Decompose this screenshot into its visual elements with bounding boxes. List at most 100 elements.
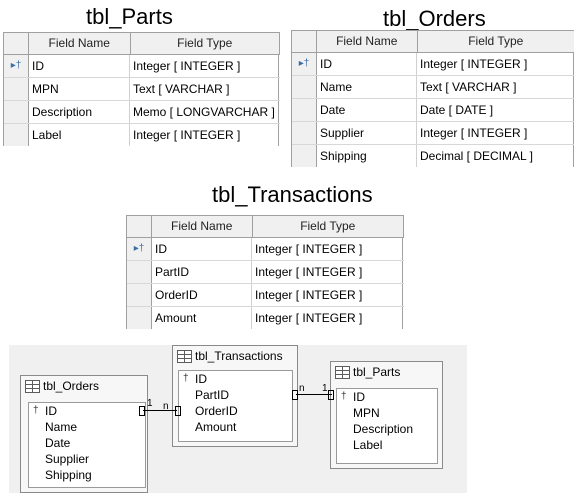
key-icon: † (183, 373, 189, 384)
rel-transactions-table[interactable]: tbl_Transactions †ID PartID OrderID Amount (172, 345, 298, 447)
field-name-cell[interactable]: OrderID (152, 284, 252, 306)
field-type-cell[interactable]: Memo [ LONGVARCHAR ] (130, 101, 279, 123)
rel-field[interactable]: †ID (33, 404, 57, 418)
field-name-header[interactable]: Field Name (152, 216, 253, 237)
field-name-cell[interactable]: Amount (152, 307, 252, 329)
field-name-cell[interactable]: Description (29, 101, 130, 123)
rel-field[interactable]: OrderID (195, 404, 238, 418)
row-selector[interactable] (127, 261, 152, 283)
record-pointer-key-icon[interactable]: ▸† (292, 53, 317, 75)
field-type-cell[interactable]: Integer [ INTEGER ] (130, 55, 279, 77)
record-pointer-key-icon[interactable]: ▸† (127, 238, 152, 260)
field-name-cell[interactable]: MPN (29, 78, 130, 100)
record-pointer-key-icon[interactable]: ▸† (4, 55, 29, 77)
relation-line-orders-transactions[interactable] (143, 410, 177, 411)
rel-field[interactable]: Date (45, 436, 71, 450)
field-name-header[interactable]: Field Name (29, 33, 131, 54)
row-selector[interactable] (4, 78, 29, 100)
rel-transactions-title[interactable]: tbl_Transactions (173, 346, 297, 366)
row-selector[interactable] (292, 122, 317, 144)
row-selector[interactable] (4, 124, 29, 146)
field-name-cell[interactable]: ID (152, 238, 252, 260)
field-type-cell[interactable]: Integer [ INTEGER ] (417, 53, 574, 75)
field-type-cell[interactable]: Date [ DATE ] (417, 99, 574, 121)
rel-parts-title[interactable]: tbl_Parts (331, 362, 442, 382)
key-icon: † (341, 391, 347, 402)
grid-header: Field Name Field Type (292, 30, 574, 53)
field-type-cell[interactable]: Text [ VARCHAR ] (130, 78, 279, 100)
field-type-cell[interactable]: Integer [ INTEGER ] (130, 124, 279, 146)
table-icon (177, 350, 192, 363)
row-selector[interactable] (127, 284, 152, 306)
field-type-cell[interactable]: Decimal [ DECIMAL ] (417, 145, 574, 167)
relation-line-transactions-parts-end (292, 390, 298, 400)
rel-field[interactable]: Shipping (45, 468, 92, 482)
field-name-cell[interactable]: Label (29, 124, 130, 146)
title-orders: tbl_Orders (383, 6, 486, 31)
row-selector[interactable] (127, 307, 152, 329)
table-icon (335, 366, 350, 379)
field-type-cell[interactable]: Integer [ INTEGER ] (417, 122, 574, 144)
rel-field[interactable]: Label (353, 438, 383, 452)
grid-header: Field Name Field Type (4, 32, 280, 55)
table-icon (25, 380, 40, 393)
rel-field[interactable]: †ID (183, 372, 207, 386)
field-type-cell[interactable]: Text [ VARCHAR ] (417, 76, 574, 98)
field-name-cell[interactable]: Date (317, 99, 417, 121)
row-selector[interactable] (292, 76, 317, 98)
title-parts: tbl_Parts (86, 4, 173, 29)
field-name-cell[interactable]: PartID (152, 261, 252, 283)
field-type-cell[interactable]: Integer [ INTEGER ] (252, 284, 403, 306)
row-selector[interactable] (292, 99, 317, 121)
rel-field[interactable]: †ID (341, 390, 365, 404)
rel-field[interactable]: PartID (195, 388, 230, 402)
field-name-cell[interactable]: Name (317, 76, 417, 98)
row-selector[interactable] (4, 101, 29, 123)
field-type-cell[interactable]: Integer [ INTEGER ] (252, 238, 403, 260)
rel-field[interactable]: MPN (353, 406, 380, 420)
field-type-header[interactable]: Field Type (253, 216, 404, 237)
rel-orders-title[interactable]: tbl_Orders (21, 376, 147, 396)
title-transactions: tbl_Transactions (212, 182, 373, 207)
field-name-cell[interactable]: ID (29, 55, 130, 77)
field-name-header[interactable]: Field Name (317, 31, 418, 52)
rel-field[interactable]: Amount (195, 420, 237, 434)
field-type-cell[interactable]: Integer [ INTEGER ] (252, 307, 403, 329)
relation-line-orders-transactions-end2 (175, 406, 181, 416)
relation-line-orders-transactions-end (139, 406, 145, 416)
cardinality-many-right: n (299, 383, 305, 394)
rel-field[interactable]: Description (353, 422, 414, 436)
field-name-cell[interactable]: Supplier (317, 122, 417, 144)
field-name-cell[interactable]: Shipping (317, 145, 417, 167)
rel-field[interactable]: Supplier (45, 452, 90, 466)
field-type-header[interactable]: Field Type (418, 31, 574, 52)
rel-field[interactable]: Name (45, 420, 78, 434)
field-name-cell[interactable]: ID (317, 53, 417, 75)
key-icon: † (33, 405, 39, 416)
field-type-header[interactable]: Field Type (131, 33, 280, 54)
cardinality-one-left: 1 (147, 398, 153, 409)
field-type-cell[interactable]: Integer [ INTEGER ] (252, 261, 403, 283)
cardinality-many-left: n (163, 401, 169, 412)
row-selector[interactable] (292, 145, 317, 167)
relation-line-transactions-parts[interactable] (296, 394, 332, 395)
